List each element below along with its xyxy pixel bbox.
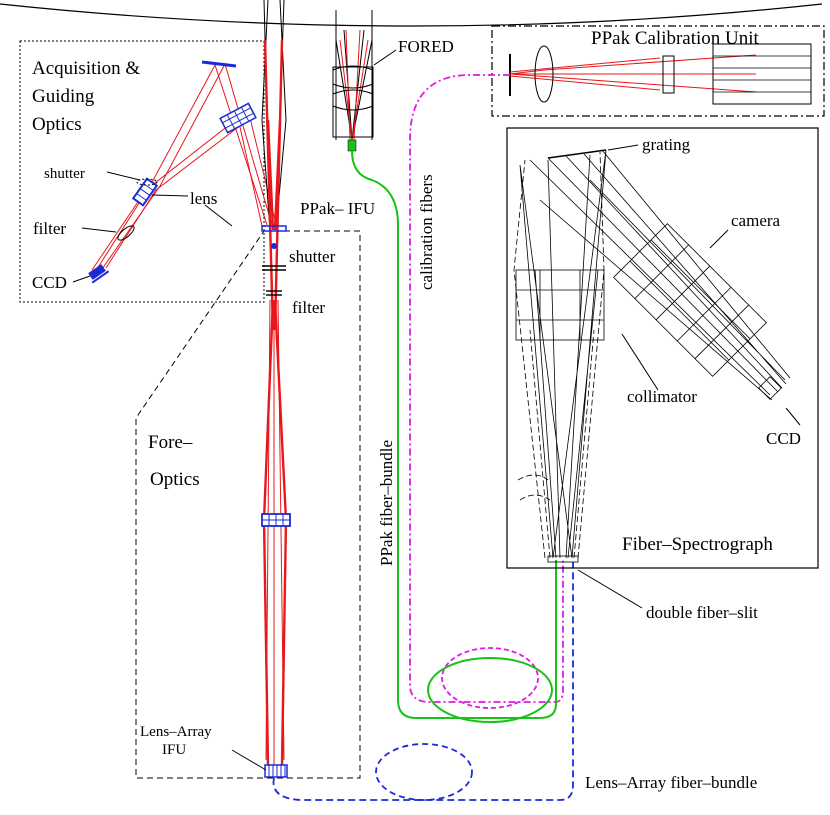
- label-fored: FORED: [398, 37, 454, 56]
- ppak-ifu-head: [347, 139, 357, 152]
- fored-unit: FORED PPak– IFU: [300, 10, 454, 218]
- pickoff-mirror: [261, 225, 287, 232]
- fiber-spectrograph: grating camera collimator CCD Fiber–Spec…: [506, 127, 819, 622]
- leader-camera: [709, 229, 729, 249]
- lens-array-fiber-bundle: [272, 562, 574, 801]
- fore-optics-line2: Optics: [150, 469, 200, 490]
- fored-lens-1: [332, 65, 374, 89]
- acq-shutter: [136, 178, 158, 186]
- fiber-slit-block: [547, 555, 579, 563]
- label-calibration-unit: PPak Calibration Unit: [591, 28, 760, 49]
- acquisition-guiding-optics: Acquisition & Guiding Optics shutter len…: [19, 40, 277, 303]
- acq-fold-mirror: [201, 60, 237, 68]
- label-lens-array-fiber-bundle: Lens–Array fiber–bundle: [585, 773, 757, 792]
- leader-collimator: [621, 333, 659, 391]
- leader-lens-array: [231, 749, 267, 771]
- label-shutter-main: shutter: [289, 247, 336, 266]
- camera-barrel: [613, 223, 767, 377]
- acq-title-line3: Optics: [32, 114, 82, 135]
- acq-lens-block: [219, 102, 257, 134]
- main-beam-fine: [265, 299, 285, 765]
- ppak-calibration-unit: PPak Calibration Unit: [491, 25, 825, 117]
- acq-ccd: [88, 264, 110, 284]
- fored-lens-2: [332, 89, 374, 111]
- calib-lens: [534, 45, 554, 103]
- spectrograph-lower-optics: [517, 474, 551, 501]
- leader-lens-acq-2: [204, 204, 233, 227]
- grating-element: [547, 149, 607, 159]
- label-ccd-spec: CCD: [766, 429, 801, 448]
- leader-shutter-acq: [106, 171, 141, 181]
- fore-lens-block: [261, 513, 291, 527]
- acq-shutter-lens: [131, 177, 159, 207]
- label-ppak-fiber-bundle: PPak fiber–bundle: [377, 440, 396, 566]
- leader-ccd-spec: [785, 407, 801, 426]
- fored-rays-black: [335, 10, 373, 141]
- fore-top-rays: [261, 0, 287, 231]
- leader-ccd-acq: [72, 275, 91, 283]
- acq-ray-4: [105, 117, 277, 269]
- calib-box: [491, 25, 825, 117]
- camera-rays: [529, 149, 791, 401]
- label-lens-acq: lens: [190, 189, 217, 208]
- acquisition-box: [19, 40, 265, 303]
- leader-double-fiber-slit: [577, 569, 643, 609]
- label-calibration-fibers: calibration fibers: [417, 174, 436, 290]
- label-double-fiber-slit: double fiber–slit: [646, 603, 758, 622]
- ppak-fiber-coil: [427, 657, 553, 723]
- fore-optics-line1: Fore–: [148, 432, 193, 453]
- label-ccd-acq: CCD: [32, 273, 67, 292]
- label-camera: camera: [731, 211, 781, 230]
- lens-array-fiber-coil: [375, 743, 473, 801]
- main-beam-upper: [263, 39, 284, 331]
- label-ppak-ifu: PPak– IFU: [300, 199, 375, 218]
- calib-lamp-block: [712, 43, 812, 105]
- calibration-fiber: [409, 74, 564, 703]
- fore-optics-boundary: [135, 230, 361, 779]
- spectrograph-box: [506, 127, 819, 569]
- main-shutter-dot: [271, 243, 277, 249]
- main-beam-lower: [262, 299, 288, 766]
- label-filter-acq: filter: [33, 219, 66, 238]
- lens-array-line2: IFU: [162, 742, 186, 758]
- leader-fored: [373, 49, 397, 66]
- label-shutter-acq: shutter: [44, 166, 85, 182]
- acq-ray-2: [99, 62, 273, 273]
- telescope-focal-plane: [0, 3, 823, 27]
- label-collimator: collimator: [627, 387, 697, 406]
- label-grating: grating: [642, 135, 691, 154]
- spectrograph-ccd: [758, 376, 782, 400]
- lens-array-line1: Lens–Array: [140, 724, 212, 740]
- collimator-lens: [515, 269, 605, 341]
- calib-filter: [662, 55, 675, 94]
- acq-title-line1: Acquisition &: [32, 58, 140, 79]
- collimator-rays: [519, 149, 607, 559]
- leader-lens-acq-1: [151, 194, 189, 197]
- acq-ray-1: [94, 63, 268, 273]
- label-fiber-spectrograph: Fiber–Spectrograph: [622, 534, 773, 555]
- label-filter-main: filter: [292, 298, 325, 317]
- acq-ray-3: [91, 117, 263, 271]
- acq-filter: [117, 225, 135, 241]
- collimator-rays-dashed: [513, 151, 605, 559]
- lens-array-ifu: [264, 764, 288, 778]
- leader-filter-acq: [81, 227, 117, 233]
- leader-grating: [607, 144, 639, 151]
- fore-optics: shutter filter Fore– Optics Lens–Array I…: [135, 0, 361, 779]
- acq-title-line2: Guiding: [32, 86, 95, 107]
- calib-rays: [509, 54, 757, 93]
- ppak-fiber-bundle: [351, 150, 557, 719]
- calibration-fiber-coil: [441, 647, 539, 709]
